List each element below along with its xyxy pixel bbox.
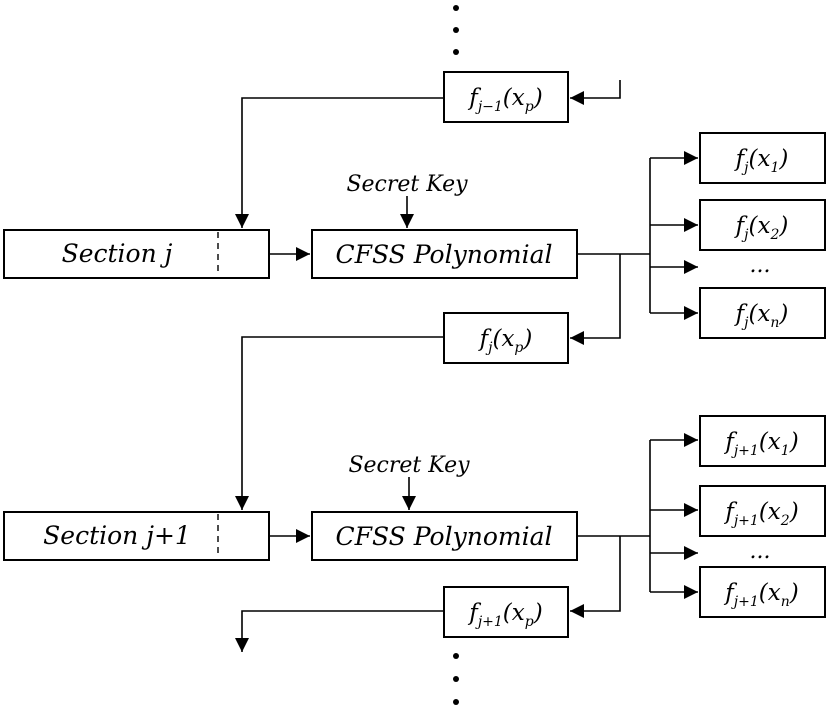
- fn-arg: (x: [492, 326, 514, 352]
- fn-close: ): [789, 499, 799, 525]
- fn-close: ): [789, 429, 799, 455]
- fn-arg-subscript: n: [770, 315, 779, 331]
- section-j1-box: Section j+1: [3, 511, 270, 561]
- fn-close: ): [778, 146, 788, 172]
- section-j-box: Section j: [3, 229, 270, 279]
- fn-arg: (x: [759, 499, 781, 525]
- svg-text:fj+1(x1): fj+1(x1): [723, 429, 798, 459]
- fn-arg-subscript: 1: [770, 160, 779, 176]
- fn-subscript: j+1: [475, 614, 503, 630]
- fn-arg: (x: [503, 85, 525, 111]
- output-ellipsis: ...: [750, 539, 771, 564]
- fn-close: ): [533, 85, 543, 111]
- fn-subscript: j: [741, 315, 749, 331]
- feedback-in-arrow: [570, 80, 621, 105]
- output-box: fj(x1): [699, 132, 826, 184]
- fn-name: f: [467, 600, 481, 626]
- fn-arg-subscript: p: [514, 340, 523, 356]
- svg-text:fj+1(x2): fj+1(x2): [723, 499, 798, 529]
- fn-arg-subscript: 2: [769, 227, 779, 243]
- fn-arg: (x: [748, 301, 770, 327]
- fn-name: f: [734, 301, 748, 327]
- fn-name: f: [467, 85, 481, 111]
- cfss-polynomial-label: CFSS Polynomial: [336, 240, 553, 269]
- section-j1-label: Section j+1: [43, 521, 191, 550]
- output-box: fj+1(x2): [699, 485, 826, 537]
- fn-name: f: [478, 326, 492, 352]
- fn-close: ): [778, 213, 788, 239]
- feedback-to-next-section-arrow: [235, 610, 444, 652]
- svg-text:fj(xn): fj(xn): [734, 301, 789, 331]
- svg-text:fj(x1): fj(x1): [734, 146, 789, 176]
- feedback-out-box: fj+1(xp): [443, 586, 569, 638]
- fn-subscript: j+1: [731, 594, 759, 610]
- bottom-continuation-dots: [453, 653, 459, 705]
- fn-subscript: j+1: [731, 443, 759, 459]
- top-continuation-dots: [453, 5, 459, 55]
- output-ellipsis: ...: [750, 253, 771, 278]
- cfss-polynomial-box: CFSS Polynomial: [311, 511, 578, 561]
- fn-subscript: j−1: [475, 99, 503, 115]
- fn-arg: (x: [759, 429, 781, 455]
- fn-close: ): [778, 301, 788, 327]
- fn-arg-subscript: n: [781, 594, 790, 610]
- fn-arg-subscript: p: [525, 99, 534, 115]
- fn-arg-subscript: 2: [780, 513, 790, 529]
- svg-text:fj+1(xp): fj+1(xp): [467, 600, 542, 630]
- fn-name: f: [723, 429, 737, 455]
- fn-subscript: j+1: [731, 513, 759, 529]
- output-bus: [577, 151, 698, 320]
- fn-close: ): [533, 600, 543, 626]
- fn-arg: (x: [749, 146, 771, 172]
- svg-text:fj−1(xp): fj−1(xp): [467, 85, 542, 115]
- section-j-label: Section j: [62, 239, 173, 268]
- fn-close: ): [522, 326, 532, 352]
- fn-close: ): [789, 580, 799, 606]
- fn-arg: (x: [503, 600, 525, 626]
- fn-subscript: j: [741, 227, 749, 243]
- feedback-out-arrow: [570, 536, 621, 618]
- output-box: fj(x2): [699, 199, 826, 251]
- fn-arg-subscript: p: [525, 614, 534, 630]
- fn-subscript: j: [741, 160, 749, 176]
- feedback-in-box: fj−1(xp): [443, 71, 569, 123]
- output-box: fj+1(xn): [699, 566, 826, 618]
- fn-arg: (x: [759, 580, 781, 606]
- cfss-polynomial-label: CFSS Polynomial: [336, 522, 553, 551]
- svg-text:fj(x2): fj(x2): [734, 213, 789, 243]
- fn-name: f: [723, 499, 737, 525]
- secret-key-label: Secret Key: [346, 172, 468, 197]
- fn-arg-subscript: 1: [781, 443, 790, 459]
- fn-arg: (x: [749, 213, 771, 239]
- fn-subscript: j: [485, 340, 493, 356]
- output-bus: [577, 433, 698, 599]
- svg-text:fj+1(xn): fj+1(xn): [723, 580, 798, 610]
- feedback-to-section-j-arrow: [235, 97, 444, 228]
- output-box: fj+1(x1): [699, 415, 826, 467]
- feedback-out-box: fj(xp): [443, 312, 569, 364]
- svg-text:fj(xp): fj(xp): [478, 326, 533, 356]
- secret-key-label: Secret Key: [348, 453, 470, 478]
- cfss-polynomial-box: CFSS Polynomial: [311, 229, 578, 279]
- fn-name: f: [723, 580, 737, 606]
- output-box: fj(xn): [699, 287, 826, 339]
- feedback-to-section-j1-arrow: [235, 336, 444, 510]
- fn-name: f: [734, 213, 748, 239]
- fn-name: f: [734, 146, 748, 172]
- feedback-out-arrow: [570, 254, 621, 345]
